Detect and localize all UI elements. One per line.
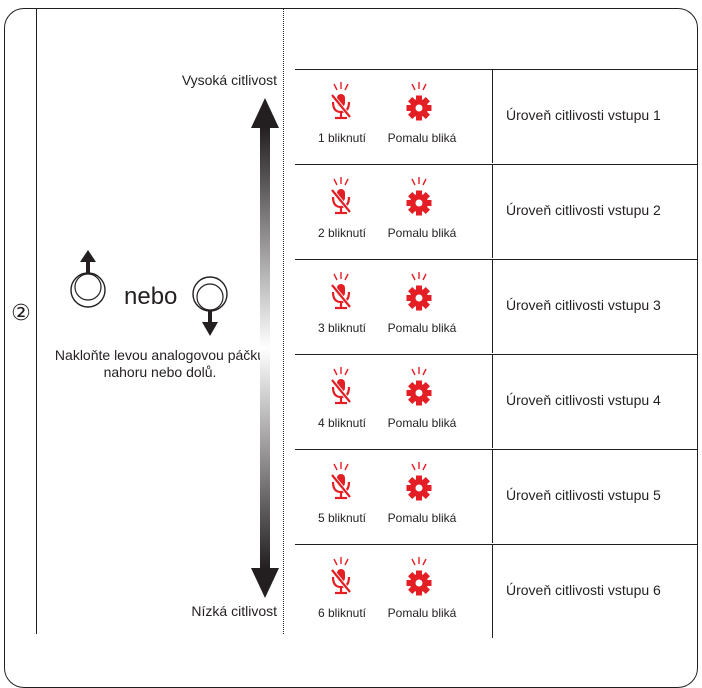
blink-count-label: 3 bliknutí: [317, 321, 367, 335]
instruction-text: Nakloňte levou analogovou páčku nahoru n…: [54, 347, 266, 380]
sensitivity-level-row: 4 bliknutí Pomalu bliká Úroveň citlivosti …: [295, 354, 698, 448]
gear-icon: [406, 177, 432, 216]
row-divider: [295, 544, 698, 545]
blink-status-label: Pomalu bliká: [387, 511, 457, 525]
row-divider: [295, 69, 698, 70]
step-number: ②: [11, 300, 31, 325]
row-divider: [295, 354, 698, 355]
row-divider: [295, 164, 698, 165]
blink-count-label: 2 bliknutí: [317, 226, 367, 240]
blink-count-label: 6 bliknutí: [317, 606, 367, 620]
sensitivity-level-label: Úroveň citlivosti vstupu 5: [506, 487, 661, 503]
blink-status-label: Pomalu bliká: [387, 606, 457, 620]
blink-count-label: 1 bliknutí: [317, 131, 367, 145]
mic-muted-icon: [330, 82, 352, 120]
high-sensitivity-label: Vysoká citlivost: [181, 72, 277, 88]
column-divider: [492, 69, 493, 163]
or-label: nebo: [124, 283, 178, 310]
sensitivity-level-label: Úroveň citlivosti vstupu 2: [506, 202, 661, 218]
dotted-divider: [283, 9, 284, 634]
sensitivity-level-row: 3 bliknutí Pomalu bliká Úroveň citlivosti …: [295, 259, 698, 353]
column-divider: [492, 449, 493, 543]
sensitivity-level-label: Úroveň citlivosti vstupu 6: [506, 582, 661, 598]
row-divider: [295, 259, 698, 260]
blink-status-label: Pomalu bliká: [387, 131, 457, 145]
column-divider: [492, 259, 493, 353]
blink-count-label: 4 bliknutí: [317, 416, 367, 430]
mic-muted-icon: [330, 367, 352, 405]
column-divider: [492, 164, 493, 258]
sensitivity-level-label: Úroveň citlivosti vstupu 4: [506, 392, 661, 408]
stick-up-icon: [70, 250, 106, 308]
column-divider: [492, 544, 493, 638]
mic-muted-icon: [330, 272, 352, 310]
blink-count-label: 5 bliknutí: [317, 511, 367, 525]
gear-icon: [406, 272, 432, 311]
sensitivity-arrow: [251, 98, 279, 598]
gear-icon: [406, 367, 432, 406]
row-divider: [295, 449, 698, 450]
blink-status-label: Pomalu bliká: [387, 226, 457, 240]
column-divider: [492, 354, 493, 448]
sensitivity-level-row: 5 bliknutí Pomalu bliká Úroveň citlivosti …: [295, 449, 698, 543]
blink-status-label: Pomalu bliká: [387, 416, 457, 430]
mic-muted-icon: [330, 462, 352, 500]
sensitivity-level-row: 2 bliknutí Pomalu bliká Úroveň citlivosti …: [295, 164, 698, 258]
sensitivity-level-label: Úroveň citlivosti vstupu 3: [506, 297, 661, 313]
blink-status-label: Pomalu bliká: [387, 321, 457, 335]
sensitivity-level-row: 1 bliknutí Pomalu bliká Úroveň citlivosti …: [295, 69, 698, 163]
low-sensitivity-label: Nízká citlivost: [191, 603, 277, 619]
gear-icon: [406, 557, 432, 596]
gear-icon: [406, 462, 432, 501]
mic-muted-icon: [330, 177, 352, 215]
sensitivity-level-label: Úroveň citlivosti vstupu 1: [506, 107, 661, 123]
analog-stick-illustration: [70, 250, 228, 336]
mic-muted-icon: [330, 557, 352, 595]
gear-icon: [406, 82, 432, 121]
stick-down-icon: [192, 276, 228, 336]
sensitivity-level-row: 6 bliknutí Pomalu bliká Úroveň citlivosti …: [295, 544, 698, 638]
step-column-divider: [36, 9, 37, 634]
